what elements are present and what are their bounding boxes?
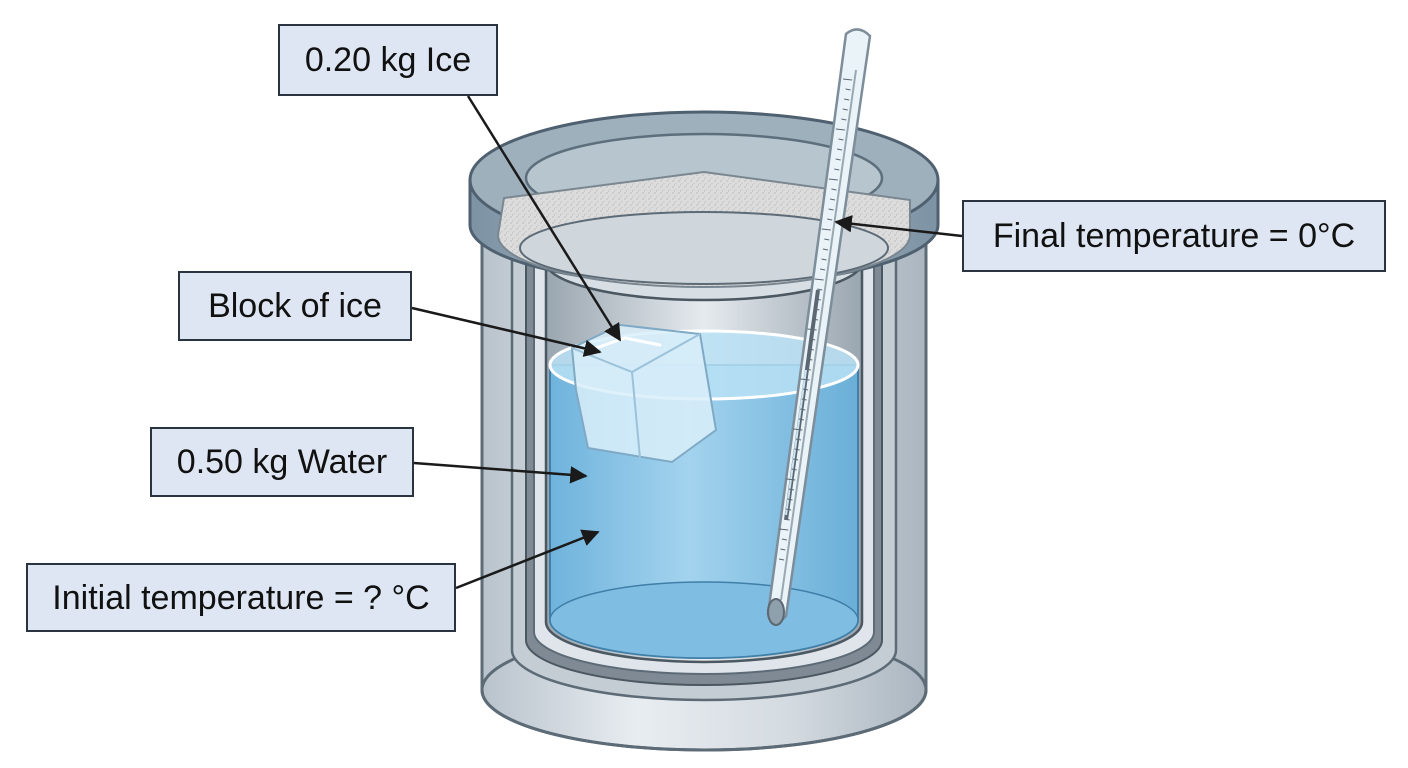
thermometer-tick bbox=[788, 488, 795, 491]
arrow-final-temperature bbox=[834, 215, 963, 238]
thermometer-tick bbox=[807, 358, 813, 361]
thermometer-tick bbox=[795, 438, 802, 441]
arrow-block-of-ice bbox=[411, 306, 602, 357]
thermometer-ticks bbox=[778, 78, 853, 561]
thermometer-tick bbox=[822, 248, 829, 251]
thermometer-tick bbox=[807, 328, 817, 331]
thermometer-tick bbox=[835, 128, 845, 131]
thermometer-tick bbox=[793, 458, 799, 461]
thermometer-tick bbox=[800, 378, 810, 381]
thermometer-tick bbox=[786, 478, 796, 481]
thermometer-tick bbox=[827, 218, 833, 221]
leader-arrows bbox=[411, 95, 963, 590]
arrow-water-mass bbox=[413, 461, 588, 484]
lid bbox=[468, 110, 940, 288]
thermometer-tick bbox=[802, 388, 809, 391]
thermometer-tick bbox=[841, 118, 847, 121]
thermometer-tick bbox=[805, 368, 812, 371]
thermometer-tick bbox=[831, 188, 837, 191]
thermometer-tick bbox=[844, 98, 850, 101]
thermometer-tick bbox=[828, 208, 834, 211]
thermometer-tick bbox=[779, 528, 789, 531]
thermometer-tick bbox=[828, 178, 838, 181]
thermometer-tick bbox=[817, 288, 823, 291]
ice-mass-label: 0.20 kg Ice bbox=[278, 24, 498, 96]
final-temperature-label: Final temperature = 0°C bbox=[962, 200, 1386, 272]
thermometer-tick bbox=[791, 468, 797, 471]
thermometer bbox=[766, 28, 872, 626]
thermometer-tick bbox=[838, 138, 844, 141]
thermometer-tick bbox=[801, 398, 807, 401]
ice-block bbox=[570, 323, 718, 464]
thermometer-tick bbox=[824, 238, 830, 241]
thermometer-tick bbox=[793, 428, 803, 431]
thermometer-tick bbox=[794, 448, 800, 451]
thermometer-tick bbox=[784, 518, 790, 521]
thermometer-tick bbox=[819, 268, 826, 271]
thermometer-tick bbox=[814, 308, 820, 311]
arrow-initial-temperature bbox=[455, 529, 600, 590]
thermometer-tick bbox=[829, 198, 836, 201]
thermometer-tick bbox=[821, 258, 827, 261]
thermometer-tick bbox=[808, 348, 814, 351]
thermometer-tick bbox=[814, 278, 824, 281]
thermometer-tick bbox=[778, 558, 785, 561]
thermometer-tick bbox=[815, 298, 821, 301]
thermometer-tick bbox=[842, 78, 853, 81]
thermometer-tick bbox=[845, 88, 851, 91]
thermometer-tick bbox=[787, 498, 793, 501]
thermometer-tick bbox=[781, 538, 787, 541]
thermometer-tick bbox=[780, 548, 786, 551]
thermometer-tick bbox=[785, 508, 792, 511]
thermometer-tick bbox=[835, 158, 841, 161]
thermometer-tick bbox=[812, 318, 819, 321]
thermometer-tick bbox=[800, 408, 806, 411]
thermometer-tick bbox=[842, 108, 848, 111]
thermometer-tick bbox=[821, 228, 831, 231]
thermometer-tick bbox=[810, 338, 816, 341]
initial-temperature-label: Initial temperature = ? °C bbox=[26, 563, 456, 632]
water-mass-label: 0.50 kg Water bbox=[150, 427, 414, 497]
thermometer-tick bbox=[836, 148, 843, 151]
thermometer-tick bbox=[834, 168, 840, 171]
arrow-ice-mass bbox=[466, 95, 622, 342]
block-of-ice-label: Block of ice bbox=[178, 271, 412, 341]
thermometer-tick bbox=[798, 418, 804, 421]
